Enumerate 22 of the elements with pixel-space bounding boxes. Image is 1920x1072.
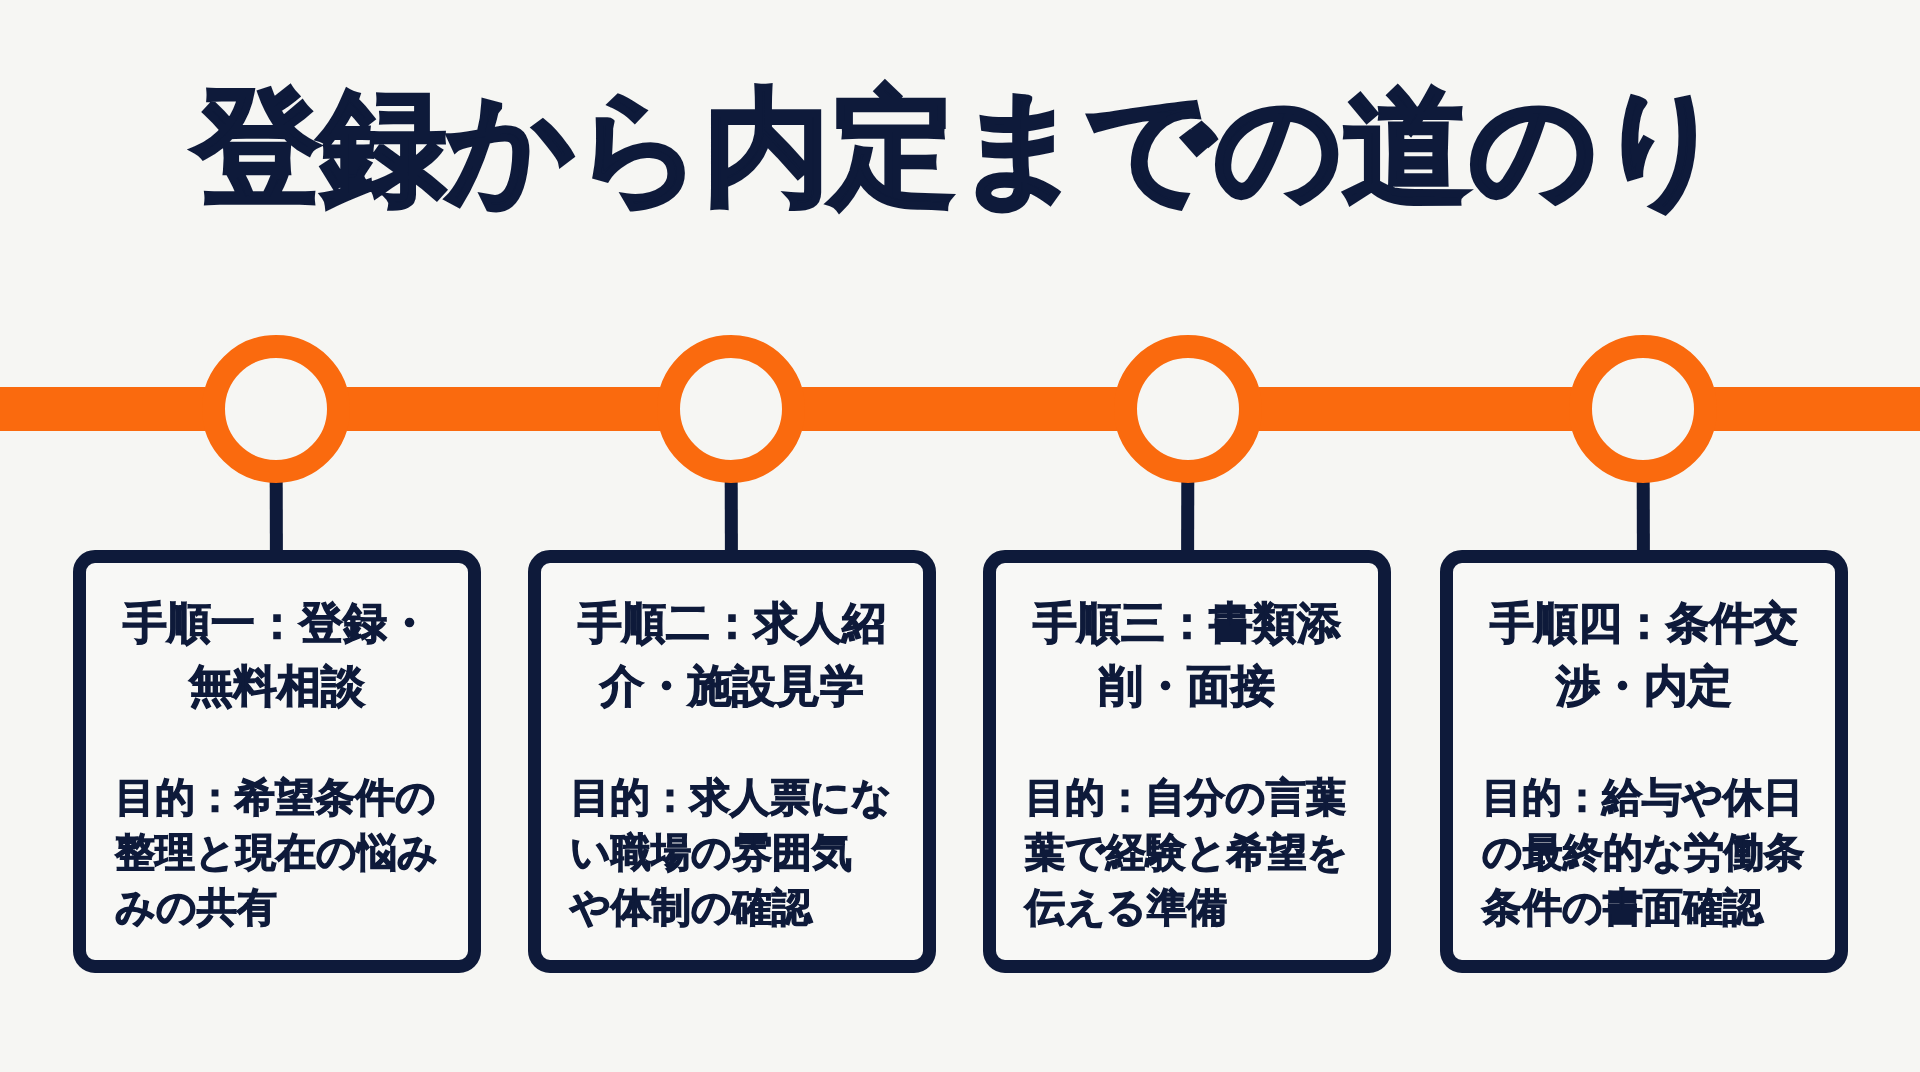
timeline-circle (1114, 335, 1262, 483)
title: 登録から内定までの道のり (193, 80, 1727, 216)
step-card (1440, 550, 1848, 973)
step-description: 目的：給与や休日の最終的な労働条条件の書面確認 (1482, 774, 1804, 931)
step-heading: 手順一：登録・無料相談 (123, 597, 431, 712)
timeline-line (1259, 387, 1572, 431)
step-description: 目的：自分の言葉葉で経験と希望を伝える準備 (1025, 774, 1348, 931)
timeline-circle (202, 335, 350, 483)
step-card (528, 550, 936, 973)
step-card (983, 550, 1391, 973)
timeline-line (802, 387, 1117, 431)
step-card (73, 550, 481, 973)
step-heading: 手順三：書類添削・面接 (1033, 597, 1341, 712)
timeline-line (347, 387, 660, 431)
timeline-circle (1569, 335, 1717, 483)
step-heading: 手順四：条件交渉・内定 (1490, 597, 1798, 712)
step-heading: 手順二：求人紹介・施設見学 (578, 597, 886, 712)
timeline-line (0, 387, 205, 431)
timeline-circle (657, 335, 805, 483)
timeline-line (1714, 387, 1920, 431)
step-description: 目的：求人票にない職場の雰囲気や体制の確認 (570, 774, 892, 931)
step-description: 目的：希望条件の整理と現在の悩みみの共有 (115, 774, 438, 931)
